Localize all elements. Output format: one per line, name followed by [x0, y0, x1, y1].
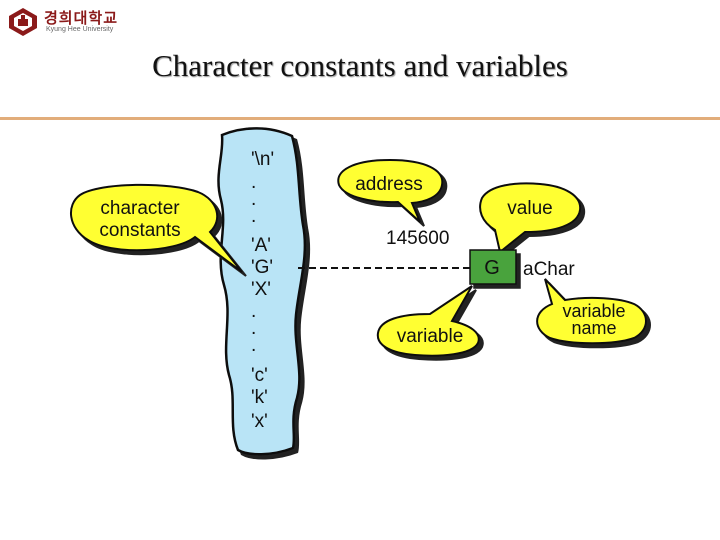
column-item: .: [251, 335, 256, 356]
column-item: .: [251, 318, 256, 339]
variable-name-label-line1: variable: [562, 301, 625, 321]
variable-label: variable: [397, 326, 464, 347]
variable-name-text: aChar: [523, 259, 575, 280]
column-item: 'x': [251, 411, 268, 432]
university-emblem-icon: [9, 8, 37, 36]
character-constants-callout: character constants: [70, 183, 243, 273]
value-callout: value: [479, 182, 582, 254]
value-label: value: [507, 198, 552, 219]
character-constants-label-line1: character: [100, 198, 180, 219]
column-item: 'A': [251, 235, 271, 256]
column-item: 'k': [251, 387, 268, 408]
column-item: '\n': [251, 149, 274, 170]
column-item: .: [251, 172, 256, 193]
variable-name-callout: variable name: [536, 278, 647, 345]
variable-callout: variable: [376, 285, 480, 357]
column-item: .: [251, 189, 256, 210]
slide-title: Character constants and variables: [152, 48, 568, 83]
column-item: 'X': [251, 279, 271, 300]
variable-name-label-line2: name: [571, 318, 616, 338]
variable-cell: G: [469, 249, 517, 285]
title-divider: [0, 117, 720, 120]
address-callout: address: [337, 158, 444, 223]
character-constants-label-line2: constants: [99, 220, 180, 241]
column-item: 'c': [251, 365, 268, 386]
column-items: '\n'... 'A''G''X'... 'c''k' 'x': [251, 149, 274, 432]
university-subtitle: Kyung Hee University: [46, 26, 114, 33]
university-name: 경희대학교: [44, 9, 119, 27]
address-label: address: [355, 174, 423, 195]
column-item: .: [251, 206, 256, 227]
column-item: 'G': [251, 257, 273, 278]
university-logo: 경희대학교 Kyung Hee University: [6, 6, 136, 38]
address-value: 145600: [386, 228, 449, 249]
column-item: .: [251, 301, 256, 322]
variable-cell-value: G: [484, 257, 500, 279]
